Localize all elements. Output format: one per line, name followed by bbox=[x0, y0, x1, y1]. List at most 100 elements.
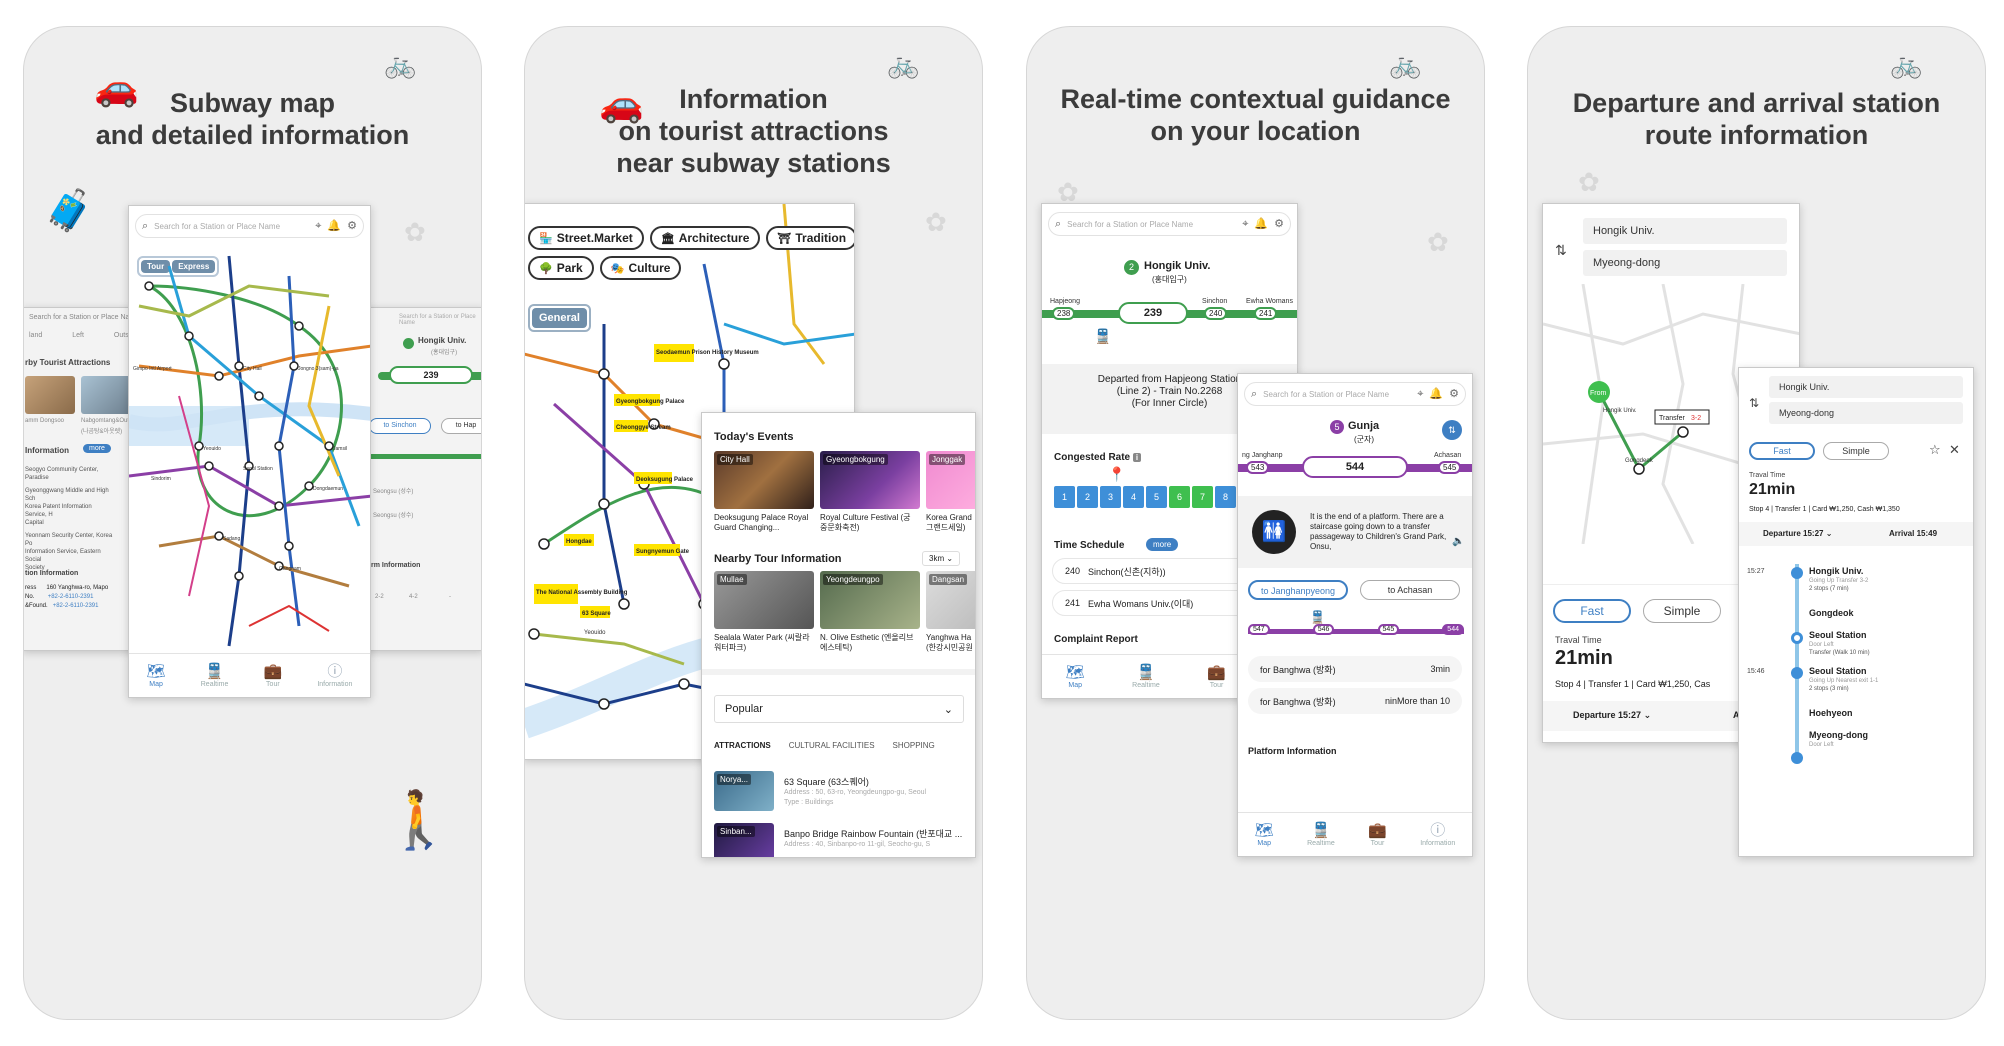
to-janghanpyeong-button[interactable]: to Janghanpyeong bbox=[1248, 580, 1348, 600]
tab-map[interactable]: 🗺Map bbox=[1065, 663, 1085, 689]
locate-icon[interactable]: ⌖ bbox=[1417, 387, 1424, 400]
fast-tab[interactable]: Fast bbox=[1553, 599, 1631, 623]
search-bar[interactable]: ⌕ Search for a Station or Place Name ⌖ 🔔… bbox=[1048, 212, 1291, 236]
locate-icon[interactable]: ⌖ bbox=[1242, 217, 1249, 230]
stn-code-241[interactable]: 241 bbox=[1254, 307, 1278, 320]
map-tag-yeouido: Yeouido bbox=[584, 630, 606, 636]
attraction-thumb-1[interactable] bbox=[25, 376, 75, 414]
event-thumb-3[interactable]: Jonggak bbox=[926, 451, 975, 509]
complaint-label[interactable]: Complaint Report bbox=[1054, 634, 1138, 645]
simple-tab[interactable]: Simple bbox=[1643, 599, 1721, 623]
list-title-1[interactable]: 63 Square (63스퀘어) bbox=[784, 777, 869, 787]
attraction-thumb-2[interactable] bbox=[81, 376, 131, 414]
fast-tab[interactable]: Fast bbox=[1749, 442, 1815, 460]
swap-icon[interactable]: ⇅ bbox=[1555, 242, 1567, 258]
step-name-3[interactable]: Seoul Station bbox=[1809, 630, 1867, 640]
subway-map[interactable]: Gangnam Seoul Station City Hall Jongno 3… bbox=[129, 246, 371, 656]
list-thumb-1[interactable]: Norya... bbox=[714, 771, 774, 811]
distance-select[interactable]: 3km ⌄ bbox=[922, 551, 961, 566]
step-name-5[interactable]: Hoehyeon bbox=[1809, 708, 1853, 718]
star-icon[interactable]: ☆ bbox=[1929, 442, 1941, 457]
info-icon[interactable]: i bbox=[1132, 453, 1142, 462]
step-name-4[interactable]: Seoul Station bbox=[1809, 666, 1867, 676]
step-name-1[interactable]: Hongik Univ. bbox=[1809, 566, 1864, 576]
chip-architecture[interactable]: 🏛Architecture bbox=[649, 226, 761, 250]
nearby-thumb-1[interactable]: Mullae bbox=[714, 571, 814, 629]
event-thumb-1[interactable]: City Hall bbox=[714, 451, 814, 509]
tab-tour[interactable]: 💼Tour bbox=[1368, 821, 1387, 847]
mini-line bbox=[371, 454, 481, 459]
to-input[interactable]: Myeong-dong bbox=[1769, 402, 1963, 424]
gear-icon[interactable]: ⚙ bbox=[1274, 217, 1284, 230]
express-toggle[interactable]: Express bbox=[172, 260, 216, 273]
to-sinchon-button[interactable]: to Sinchon bbox=[369, 418, 431, 434]
step-name-2[interactable]: Gongdeok bbox=[1809, 608, 1854, 618]
simple-tab[interactable]: Simple bbox=[1823, 442, 1889, 460]
stn-name-hapjeong: Hapjeong bbox=[1050, 298, 1080, 305]
locate-icon[interactable]: ⌖ bbox=[315, 219, 322, 232]
stn-code-543[interactable]: 543 bbox=[1246, 461, 1270, 474]
arrival-row-2[interactable]: for Banghwa (방화)ninMore than 10 bbox=[1248, 688, 1462, 714]
sort-select[interactable]: Popular⌄ bbox=[714, 695, 964, 723]
close-icon[interactable]: ✕ bbox=[1949, 442, 1960, 457]
chip-park[interactable]: 🌳Park bbox=[528, 256, 594, 280]
tour-toggle[interactable]: Tour bbox=[141, 260, 171, 273]
to-achasan-button[interactable]: to Achasan bbox=[1360, 580, 1460, 600]
chip-tradition[interactable]: ⛩Tradition bbox=[766, 226, 854, 250]
tab-left[interactable]: Left bbox=[72, 332, 84, 339]
tab-land[interactable]: land bbox=[29, 332, 43, 339]
nearby-thumb-2[interactable]: Yeongdeungpo bbox=[820, 571, 920, 629]
more-button[interactable]: more bbox=[83, 444, 111, 453]
bell-icon[interactable]: 🔔 bbox=[1429, 387, 1444, 400]
map-shortcut-icon[interactable]: ⇅ bbox=[1442, 420, 1462, 440]
to-input[interactable]: Myeong-dong bbox=[1583, 250, 1787, 276]
tab-tour[interactable]: 💼Tour bbox=[263, 662, 283, 688]
stn-code-240[interactable]: 240 bbox=[1204, 307, 1228, 320]
arrival-row-1[interactable]: for Banghwa (방화)3min bbox=[1248, 656, 1462, 682]
list-title-2[interactable]: Banpo Bridge Rainbow Fountain (반포대교 ... bbox=[784, 829, 963, 839]
from-input[interactable]: Hongik Univ. bbox=[1583, 218, 1787, 244]
map-gongdeok: Gongdeok bbox=[1625, 458, 1654, 464]
speaker-icon[interactable]: 🔈 bbox=[1452, 536, 1465, 547]
station-name-kr: (홍대입구) bbox=[1152, 275, 1187, 284]
departure-select[interactable]: Departure 15:27 ⌄ bbox=[1573, 710, 1652, 720]
travel-time: 21min bbox=[1555, 647, 1613, 669]
list-address-2: Address : 40, Sinbanpo-ro 11-gil, Seocho… bbox=[784, 841, 931, 848]
chip-culture[interactable]: 🎭Culture bbox=[599, 256, 682, 280]
nearby-thumb-3[interactable]: Dangsan bbox=[926, 571, 975, 629]
tab-outside[interactable]: Outside bbox=[113, 332, 139, 339]
tab-map[interactable]: 🗺Map bbox=[146, 662, 166, 688]
bell-icon[interactable]: 🔔 bbox=[327, 219, 342, 232]
stn-code-238[interactable]: 238 bbox=[1052, 307, 1076, 320]
search-bar[interactable]: ⌕ Search for a Station or Place Name ⌖ 🔔… bbox=[135, 214, 364, 238]
bell-icon[interactable]: 🔔 bbox=[1254, 217, 1269, 230]
tab-tour[interactable]: 💼Tour bbox=[1207, 663, 1226, 689]
gear-icon[interactable]: ⚙ bbox=[1449, 387, 1459, 400]
step-name-6[interactable]: Myeong-dong bbox=[1809, 730, 1868, 740]
more-button[interactable]: more bbox=[1146, 538, 1179, 551]
to-hap-button[interactable]: to Hap bbox=[441, 418, 481, 434]
tab-realtime[interactable]: 🚆Realtime bbox=[200, 662, 229, 688]
search-bar[interactable]: ⌕ Search for a Station or Place Name ⌖ 🔔… bbox=[1244, 382, 1466, 406]
event-thumb-2[interactable]: Gyeongbokgung bbox=[820, 451, 920, 509]
tab-shopping[interactable]: SHOPPING bbox=[892, 741, 935, 750]
tab-map[interactable]: 🗺Map bbox=[1254, 821, 1274, 847]
chip-street-market[interactable]: 🏪Street.Market bbox=[528, 226, 644, 250]
departure-select[interactable]: Departure 15:27 ⌄ bbox=[1763, 529, 1833, 538]
tab-realtime[interactable]: 🚆Realtime bbox=[1307, 821, 1335, 847]
from-input[interactable]: Hongik Univ. bbox=[1769, 376, 1963, 398]
tab-attractions[interactable]: ATTRACTIONS bbox=[714, 741, 771, 750]
tab-cultural-facilities[interactable]: CULTURAL FACILITIES bbox=[788, 741, 875, 750]
stn-code-545[interactable]: 545 bbox=[1438, 461, 1462, 474]
general-toggle[interactable]: General bbox=[532, 308, 587, 328]
subway-map-screen: ⌕ Search for a Station or Place Name ⌖ 🔔… bbox=[128, 205, 371, 698]
tab-realtime[interactable]: 🚆Realtime bbox=[1132, 663, 1160, 689]
swap-icon[interactable]: ⇅ bbox=[1749, 396, 1760, 410]
list-thumb-2[interactable]: Sinban... bbox=[714, 823, 774, 857]
luggage-icon: 🧳 bbox=[44, 189, 94, 233]
gear-icon[interactable]: ⚙ bbox=[347, 219, 357, 232]
